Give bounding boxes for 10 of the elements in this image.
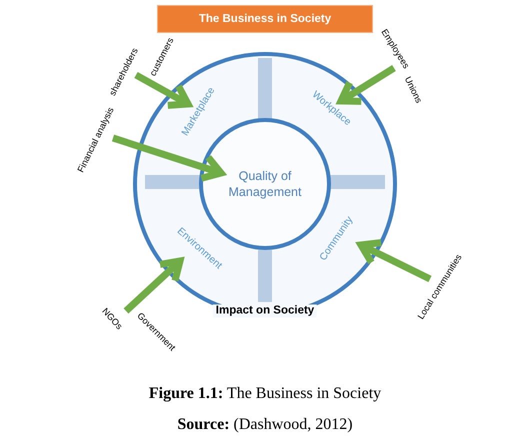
- arrow: [124, 258, 184, 314]
- stakeholder-label: Unions: [402, 75, 424, 105]
- arrow: [338, 65, 396, 105]
- figure-caption: Figure 1.1: The Business in Society: [148, 384, 382, 403]
- title-banner: The Business in Society: [157, 5, 373, 33]
- ring-label: Impact on Society: [212, 304, 318, 318]
- arrow: [134, 72, 192, 109]
- arrow: [112, 134, 224, 182]
- source-note: Source: (Dashwood, 2012): [177, 415, 353, 434]
- arrow: [358, 239, 432, 282]
